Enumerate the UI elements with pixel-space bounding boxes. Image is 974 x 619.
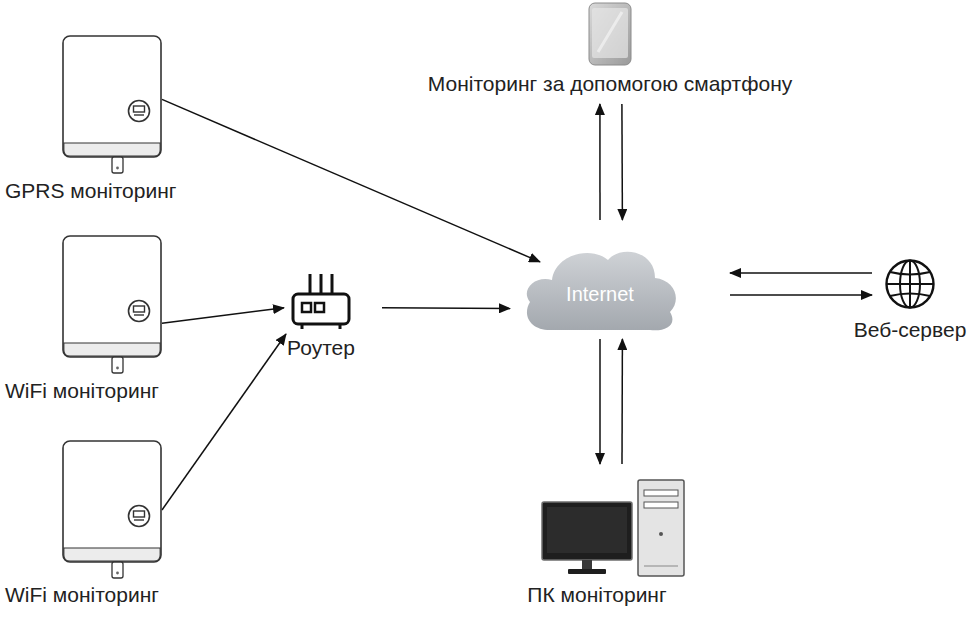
inverter-node: WiFi моніторинг <box>62 235 162 375</box>
node-label: Веб-сервер <box>854 318 967 341</box>
arrow-connector <box>162 99 540 262</box>
inverter-icon <box>62 235 162 375</box>
arrow-connector <box>599 339 601 464</box>
node-label: Роутер <box>287 336 355 359</box>
smartphone-icon <box>588 2 632 66</box>
arrow-connector <box>621 339 623 464</box>
cloud-node: Internet <box>520 240 680 335</box>
pc-node: ПК моніторинг <box>538 478 688 578</box>
web-server-node: Веб-сервер <box>884 258 936 310</box>
node-label: WiFi моніторинг <box>5 379 159 402</box>
arrow-connector <box>162 308 284 323</box>
arrow-connector <box>730 294 872 296</box>
router-node: Роутер <box>290 270 352 330</box>
arrow-connector <box>162 334 286 510</box>
node-label: Моніторинг за допомогою смартфону <box>428 72 792 95</box>
inverter-icon <box>62 35 162 175</box>
arrow-connector <box>382 307 510 309</box>
pc-icon <box>538 478 688 578</box>
arrow-connector <box>621 104 623 220</box>
node-label: WiFi моніторинг <box>5 583 159 606</box>
globe-icon <box>884 258 936 310</box>
arrow-connector <box>599 104 601 220</box>
inverter-node: WiFi моніторинг <box>62 440 162 580</box>
node-label: ПК моніторинг <box>527 583 666 606</box>
node-title: Internet <box>566 283 634 305</box>
inverter-icon <box>62 440 162 580</box>
node-label: GPRS моніторинг <box>5 179 176 202</box>
smartphone-node: Моніторинг за допомогою смартфону <box>588 2 632 66</box>
arrow-connector <box>730 272 872 274</box>
router-icon <box>290 270 352 330</box>
inverter-node: GPRS моніторинг <box>62 35 162 175</box>
